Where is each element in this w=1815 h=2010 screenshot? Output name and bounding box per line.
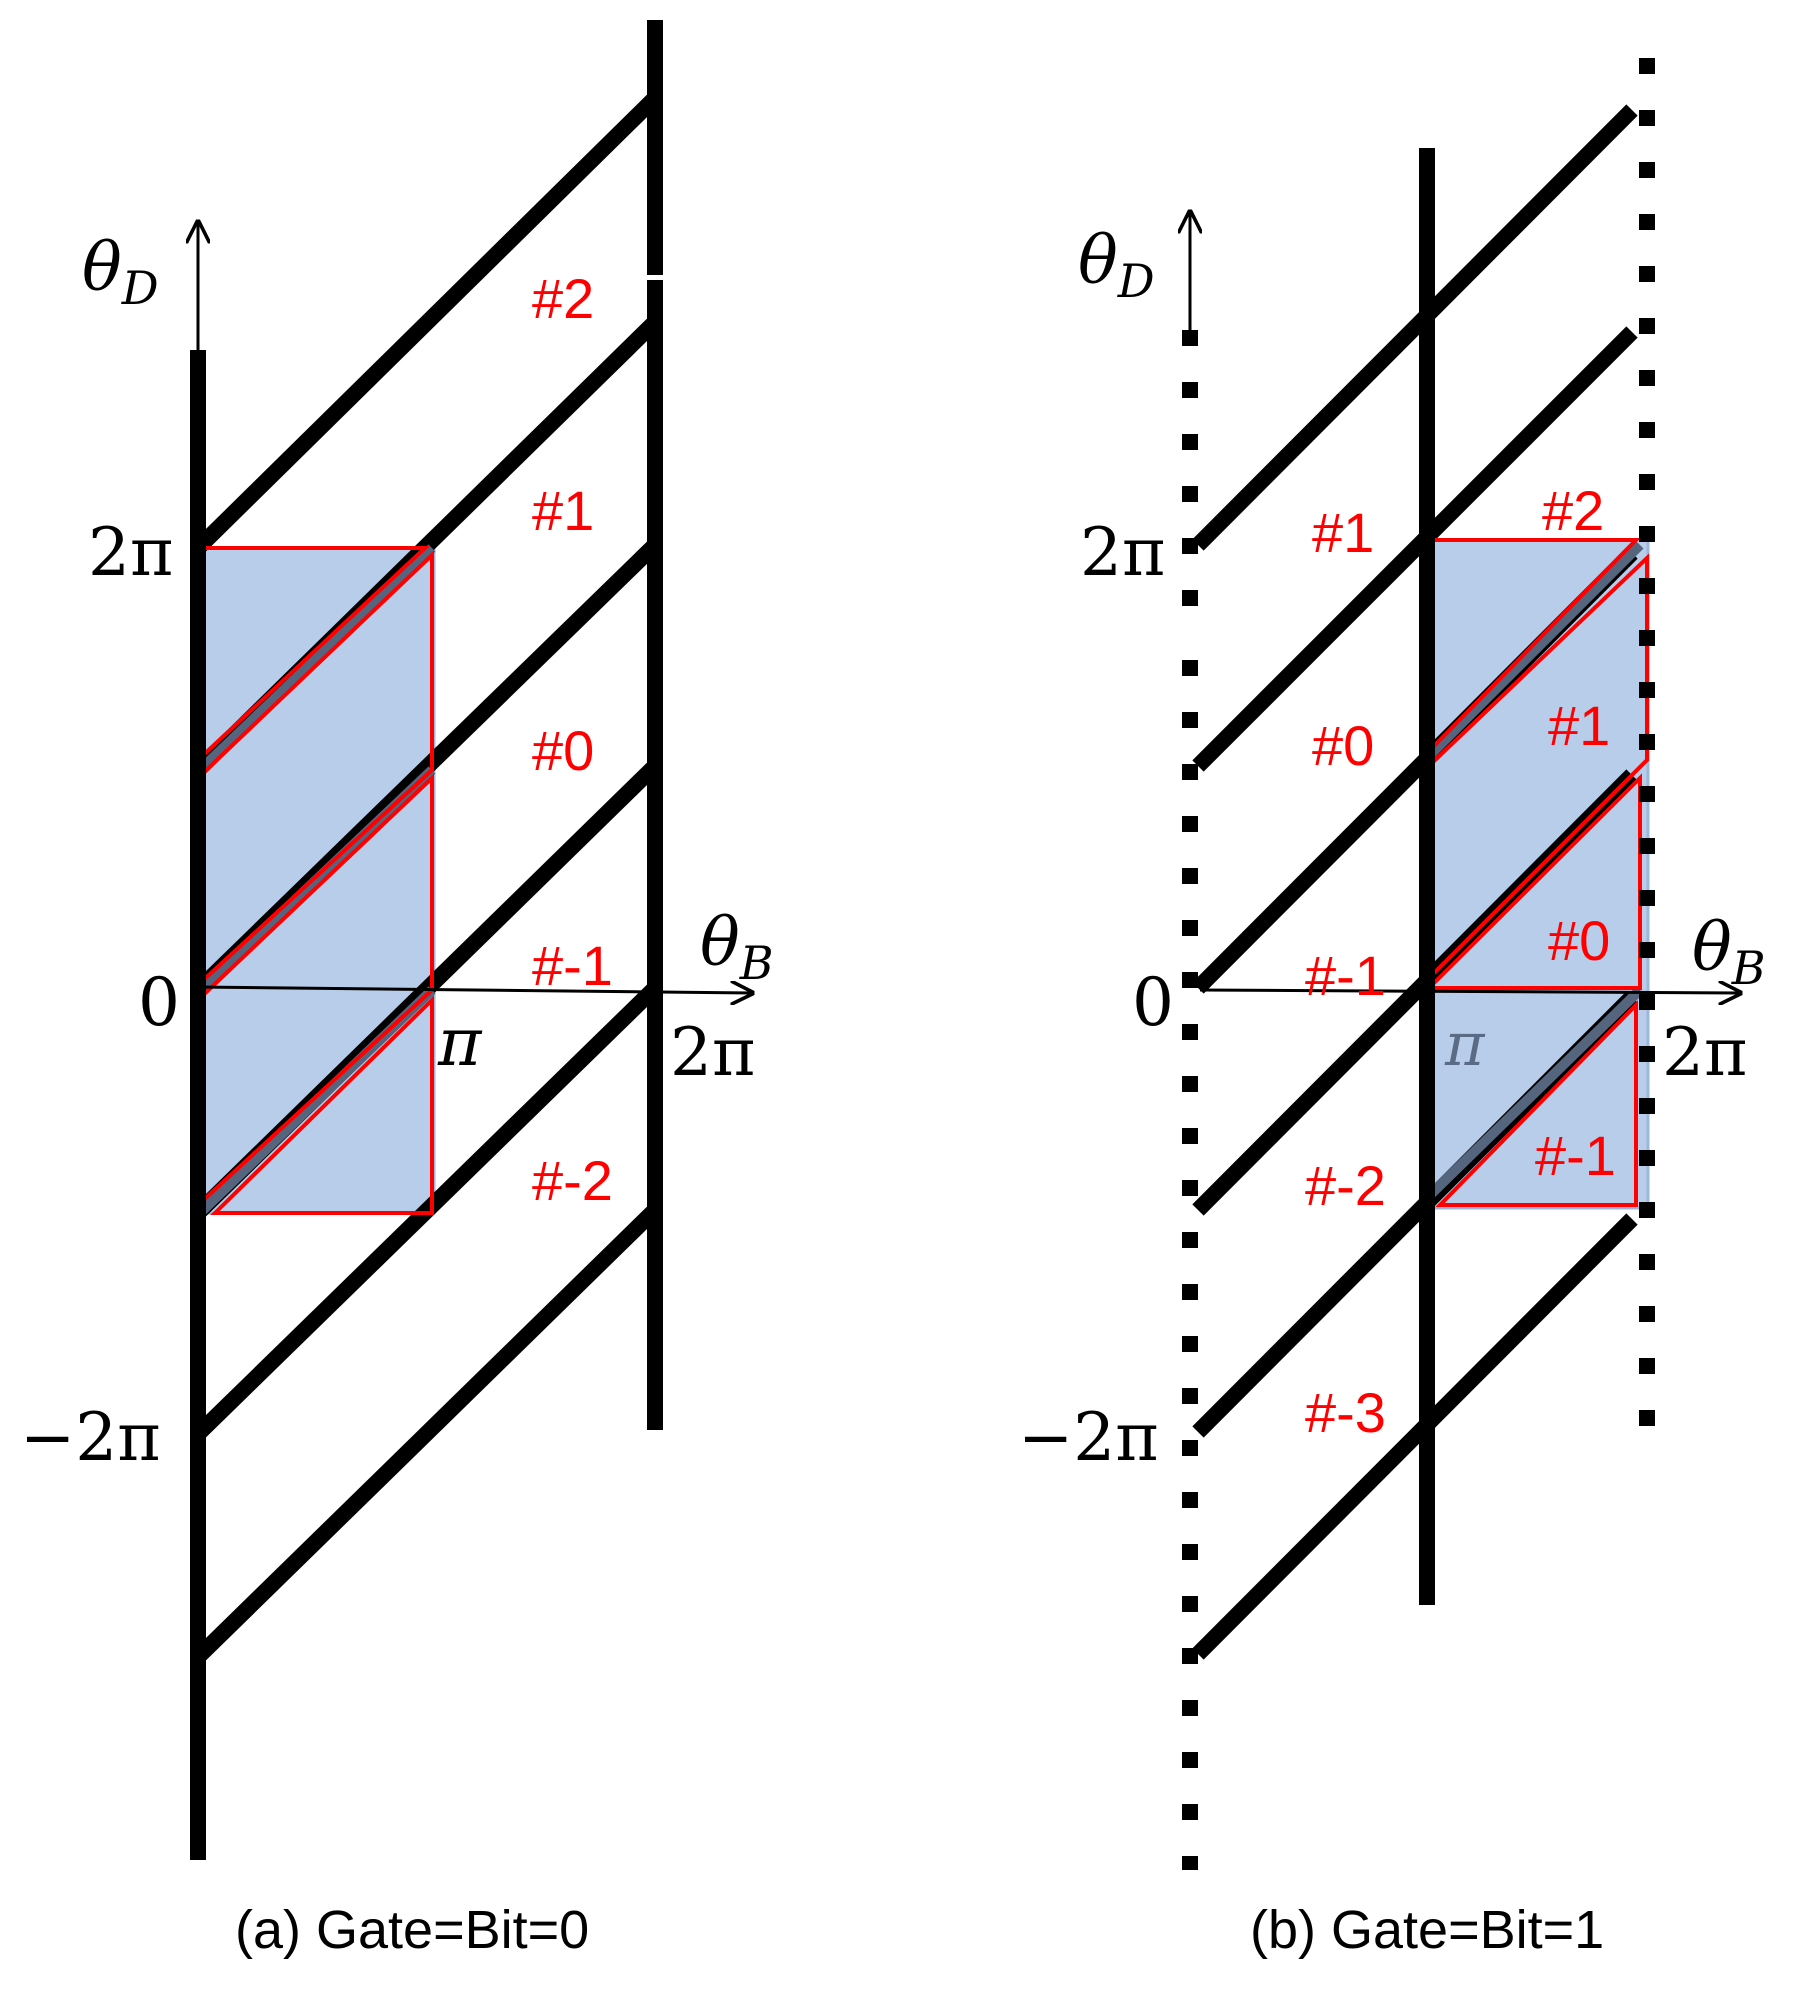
panel-b-tick-x-pi: π [1444, 1010, 1486, 1080]
panel-b: θD θB 2π 0 −2π π 2π #1 #0 #-1 #-2 #-3 #2… [1018, 58, 1766, 1960]
panel-a-region-label: #2 [532, 267, 594, 330]
panel-a-region-label: #-1 [532, 934, 613, 997]
panel-a-line-6 [192, 1204, 661, 1663]
panel-b-x-axis-arrow [1199, 990, 1740, 993]
panel-b-left-region-label: #-3 [1305, 1381, 1386, 1444]
panel-b-seam-1 [1426, 541, 1644, 759]
panel-a-tick-x-pi: π [437, 1004, 483, 1081]
panel-b-inner-region-label: #0 [1548, 909, 1610, 972]
panel-b-line-6 [1192, 1213, 1638, 1660]
panel-b-frame-4 [1435, 1000, 1638, 1207]
panel-b-left-region-label: #0 [1312, 714, 1374, 777]
panel-a-region-label: #0 [532, 719, 594, 782]
panel-a-region-label: #1 [532, 479, 594, 542]
panel-b-left-region-label: #-1 [1305, 944, 1386, 1007]
panel-b-tick-x-2pi: 2π [1662, 1014, 1747, 1091]
panel-b-line-2 [1192, 326, 1638, 772]
panel-a-seam-1 [196, 544, 436, 774]
panel-a-caption: (a) Gate=Bit=0 [235, 1900, 589, 1960]
panel-a-tick-y-neg2pi: −2π [20, 1399, 161, 1476]
panel-b-caption: (b) Gate=Bit=1 [1250, 1900, 1604, 1960]
panel-b-inner-region-label: #-1 [1535, 1124, 1616, 1187]
panel-a-region-label: #-2 [532, 1149, 613, 1212]
panel-b-line-1 [1192, 104, 1638, 551]
panel-a: θD θB 2π 0 −2π π 2π #2 #1 #0 #-1 #-2 (a)… [20, 20, 774, 1960]
panel-a-x-axis-label: θB [700, 904, 774, 990]
panel-a-line-1 [192, 92, 661, 554]
panel-a-tick-y-2pi: 2π [88, 514, 173, 591]
panel-a-frame-4 [210, 995, 434, 1215]
panel-a-tick-y-0: 0 [138, 964, 180, 1041]
panel-b-left-region-label: #1 [1312, 501, 1374, 564]
panel-a-tick-x-2pi: 2π [670, 1014, 755, 1091]
panel-b-inner-region-label: #2 [1542, 479, 1604, 542]
panel-b-left-region-label: #-2 [1305, 1154, 1386, 1217]
panel-b-y-axis-label: θD [1078, 222, 1155, 308]
panel-b-tick-y-2pi: 2π [1080, 514, 1165, 591]
panel-a-y-axis-label: θD [82, 229, 159, 315]
panel-b-tick-y-neg2pi: −2π [1018, 1399, 1159, 1476]
panel-b-seam-2 [1426, 986, 1644, 1199]
panel-b-tick-y-0: 0 [1132, 964, 1174, 1041]
panel-a-x-axis-arrow [197, 987, 752, 993]
panel-b-inner-region-label: #1 [1548, 694, 1610, 757]
panel-b-x-axis-label: θB [1692, 909, 1766, 995]
